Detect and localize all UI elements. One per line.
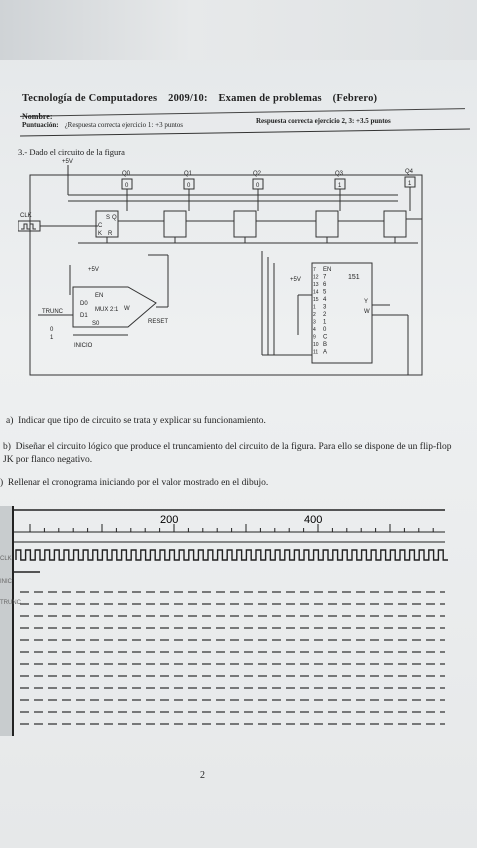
exam-header-title: Tecnología de Computadores 2009/10: Exam… <box>22 93 385 104</box>
q0-label: Q0 <box>122 171 131 177</box>
chip-pin-number: 9 <box>313 335 316 341</box>
row-label-trunc: TRUNC <box>0 600 22 606</box>
page-number: 2 <box>200 770 205 781</box>
ff0-r: R <box>108 231 113 237</box>
clock-waveform <box>15 549 448 561</box>
chip-pin-b: B <box>323 342 327 348</box>
chip-151 <box>311 262 373 364</box>
mux-2to1 <box>72 286 157 328</box>
circuit-frame <box>29 174 423 376</box>
q1-label: Q1 <box>184 171 193 177</box>
supply-label: +5V <box>62 159 73 165</box>
chip-pin-number: 3 <box>313 320 316 326</box>
q4-label: Q4 <box>405 169 414 175</box>
chip-pin-6: 6 <box>323 282 327 288</box>
chip-pin-number: 12 <box>313 275 319 281</box>
input-0: 0 <box>50 327 54 333</box>
ff0-q: Q <box>112 215 117 221</box>
subject: Tecnología de Computadores <box>22 93 158 104</box>
circuit-diagram: +5V CLK Q0 Q1 Q2 Q3 Q4 0 0 0 1 1 S C K R… <box>18 159 423 376</box>
header-rule <box>20 108 465 117</box>
flip-flop-2 <box>233 210 257 238</box>
q4-value: 1 <box>408 181 412 187</box>
score-ex23: Respuesta correcta ejercicio 2, 3: +3.5 … <box>256 117 391 125</box>
chip-number: 151 <box>348 274 360 281</box>
ff0-c: C <box>98 223 103 229</box>
question-b: b) Diseñar el circuito lógico que produc… <box>3 442 452 465</box>
chip-pin-number: 14 <box>313 290 319 296</box>
mux-d1: D1 <box>80 313 88 319</box>
ff0-k: K <box>98 231 102 237</box>
chip-pin-number: 13 <box>313 282 319 288</box>
chip-pin-c: C <box>323 335 328 341</box>
chip-pin-number: 7 <box>313 267 316 273</box>
chip-pin-number: 15 <box>313 297 319 303</box>
chip-pin-a: A <box>323 350 327 356</box>
question-b-text: Diseñar el circuito lógico que produce e… <box>3 442 452 465</box>
chronogram: 200 400 CLK INIC TRUNC <box>0 506 448 736</box>
row-label-inic: INIC <box>0 579 13 585</box>
q3-value: 1 <box>338 183 342 189</box>
row-label-clk: CLK <box>0 556 12 562</box>
name-label: Nombre: <box>22 112 53 121</box>
chip-pin-number: 2 <box>313 312 316 318</box>
chip-pin-3: 3 <box>323 305 327 311</box>
mux-supply: +5V <box>88 267 99 273</box>
trunc-label: TRUNC <box>42 309 64 315</box>
q2-label: Q2 <box>253 171 262 177</box>
mux-w: W <box>124 306 130 312</box>
q3-label: Q3 <box>335 171 344 177</box>
q0-value: 0 <box>125 183 129 189</box>
chronogram-label-strip <box>0 506 13 736</box>
chip-pin-number: 10 <box>313 342 319 348</box>
chip-pin-5: 5 <box>323 290 327 296</box>
mux-en: EN <box>95 293 103 299</box>
chip-pin-0: 0 <box>323 327 327 333</box>
flip-flop-1 <box>163 210 187 238</box>
problem-title: 3.- Dado el circuito de la figura <box>18 147 125 157</box>
input-1: 1 <box>50 335 54 341</box>
mux-title: MUX 2:1 <box>95 307 119 313</box>
q1-value: 0 <box>187 183 191 189</box>
chip-supply: +5V <box>290 277 301 283</box>
chip-pin-4: 4 <box>323 297 327 303</box>
inicio-label: INICIO <box>74 343 93 349</box>
reset-label: RESET <box>148 319 168 325</box>
exam-type: Examen de problemas <box>218 93 322 104</box>
year: 2009/10: <box>168 93 208 104</box>
score-ex1: ¿Respuesta correcta ejercicio 1: +3 punt… <box>64 121 183 129</box>
score-label: Puntuación:¿Respuesta correcta ejercicio… <box>22 121 183 129</box>
question-a-text: Indicar que tipo de circuito se trata y … <box>18 416 266 426</box>
mux-d0: D0 <box>80 301 88 307</box>
chip-output-w: W <box>364 309 370 315</box>
chip-pin-number: 11 <box>313 350 318 356</box>
q2-value: 0 <box>256 183 260 189</box>
question-c: ) Rellenar el cronograma iniciando por e… <box>0 478 269 488</box>
chip-pin-2: 2 <box>323 312 327 318</box>
chip-pin-number: 4 <box>313 327 316 333</box>
question-a: a) Indicar que tipo de circuito se trata… <box>6 416 266 426</box>
mux-s0: S0 <box>92 321 100 327</box>
clk-label: CLK <box>20 213 32 219</box>
chip-pin-en: EN <box>323 267 331 273</box>
chip-output-y: Y <box>364 299 368 305</box>
question-c-text: Rellenar el cronograma iniciando por el … <box>7 478 269 488</box>
chip-pin-7: 7 <box>323 275 327 281</box>
ff0-s: S <box>106 215 110 221</box>
chip-pin-1: 1 <box>323 320 327 326</box>
flip-flop-3 <box>315 210 339 238</box>
header-rule-2 <box>20 128 470 137</box>
time-mark-400: 400 <box>304 514 322 526</box>
chip-pin-number: 1 <box>313 305 316 311</box>
time-mark-200: 200 <box>160 514 178 526</box>
session: (Febrero) <box>332 93 378 104</box>
flip-flop-4 <box>383 210 407 238</box>
